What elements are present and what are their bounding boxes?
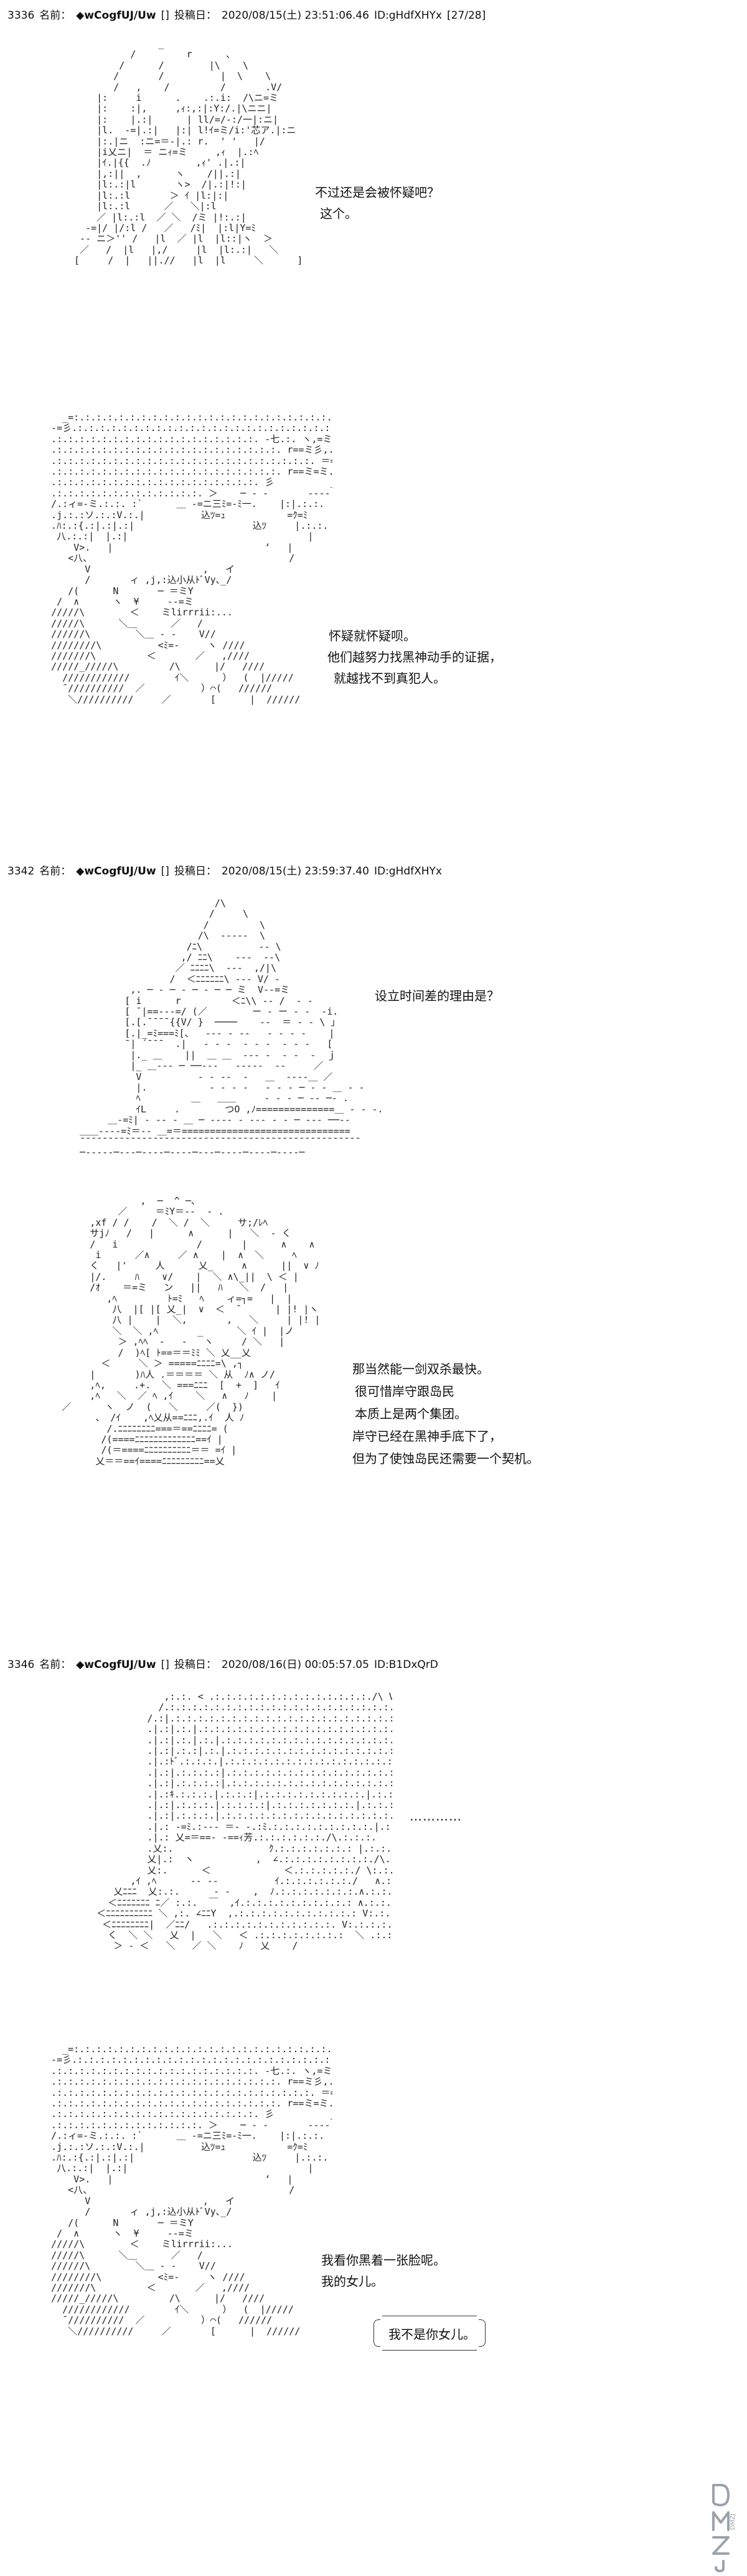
- post-date: 2020/08/15(土) 23:51:06.46: [221, 9, 369, 22]
- mail-field: []: [161, 1659, 169, 1671]
- watermark-logo-icon: DMZJ: [712, 2484, 736, 2572]
- date-label: 投稿日：: [174, 1659, 217, 1671]
- dialogue-line: 我看你黑着一张脸呢。: [321, 2253, 446, 2268]
- dialogue-line: 怀疑就怀疑呗。: [329, 628, 416, 643]
- post-header: 3336 名前： ◆wCogfUJ/Uw [] 投稿日： 2020/08/15(土) 23…: [7, 9, 491, 22]
- dialogue-line: 他们越努力找黑神动手的证据，: [327, 650, 502, 665]
- trip-code: ◆wCogfUJ/Uw: [76, 9, 156, 22]
- post-id: ID:gHdfXHYx: [374, 9, 442, 22]
- post-number: 3342: [7, 865, 35, 878]
- mail-field: []: [161, 865, 169, 878]
- ascii-art-figure: ,:.:. < .:.:.:.:.:.:.:.:.:.:.:.:.:.:./\ …: [96, 1692, 392, 1952]
- post-header: 3342 名前： ◆wCogfUJ/Uw [] 投稿日： 2020/08/15(土) 23…: [7, 864, 447, 878]
- trip-code: ◆wCogfUJ/Uw: [76, 865, 156, 878]
- ascii-art-figure: /\ / \ / \ /\ ‐‐‐‐‐ \ /ﾆ\ ‐‐ \ ,/ ﾆﾆ\ ‐‐…: [80, 898, 383, 1158]
- name-label: 名前：: [39, 9, 72, 22]
- post-number: 3346: [7, 1659, 35, 1671]
- bubble-text: 我不是你女儿。: [388, 2327, 476, 2342]
- mail-field: []: [161, 9, 169, 22]
- dialogue-block: 我看你黑着一张脸呢。 我的女儿。: [321, 2250, 446, 2292]
- speech-bubble: 我不是你女儿。: [374, 2313, 486, 2353]
- post-counter: [27/28]: [447, 9, 486, 22]
- dialogue-line: 设立时间差的理由是？: [375, 988, 499, 1003]
- dialogue-line: 不过还是会被怀疑吧？: [315, 185, 439, 200]
- dialogue-line: 但为了使蚀岛民还需要一个契机。: [352, 1451, 539, 1466]
- post-header: 3346 名前： ◆wCogfUJ/Uw [] 投稿日： 2020/08/16(日) 00…: [7, 1658, 443, 1672]
- dialogue-block: 那当然能一剑双杀最快。 很可惜岸守跟岛民 本质上是两个集团。 岸守已经在黑神手底…: [352, 1358, 539, 1470]
- bubble-border-bottom: [382, 2350, 477, 2351]
- post-id: ID:gHdfXHYx: [374, 865, 442, 878]
- dialogue-line: 那当然能一剑双杀最快。: [352, 1361, 489, 1376]
- post-date: 2020/08/16(日) 00:05:57.05: [221, 1659, 369, 1671]
- dialogue-block: 设立时间差的理由是？: [375, 985, 499, 1006]
- watermark-logo: DMZJ: [707, 2480, 743, 2574]
- dialogue-line: 我的女儿。: [321, 2274, 383, 2289]
- post-date: 2020/08/15(土) 23:59:37.40: [221, 865, 369, 878]
- name-label: 名前：: [39, 1659, 72, 1671]
- ascii-art-figure: _=:.:.:.:.:.:.:.:.:.:.:.:.:.:.:.:.:.:.:.…: [51, 412, 332, 705]
- dialogue-block: 不过还是会被怀疑吧？ 这个。: [315, 182, 439, 224]
- bubble-border-left: [374, 2319, 380, 2347]
- dialogue-line: 岸守已经在黑神手底下了，: [352, 1429, 502, 1444]
- post-id: ID:B1DxQrD: [374, 1659, 438, 1671]
- dialogue-line: 这个。: [320, 206, 357, 221]
- ascii-art-figure: _ / r 、 / / |\ \ / / | \ \ / , / / .V/ |…: [74, 39, 303, 267]
- bubble-border-right: [479, 2319, 486, 2347]
- dialogue-line: 本质上是两个集团。: [355, 1406, 467, 1421]
- name-label: 名前：: [39, 865, 72, 878]
- dialogue-line: 就越找不到真犯人。: [334, 671, 446, 686]
- trip-code: ◆wCogfUJ/Uw: [76, 1659, 156, 1671]
- ascii-art-figure: _=:.:.:.:.:.:.:.:.:.:.:.:.:.:.:.:.:.:.:.…: [51, 2044, 332, 2337]
- ellipsis-text: …………: [410, 1809, 462, 1824]
- ascii-art-figure: , ─ ^ ─、 ／ ＝ﾐY＝‐‐ ‐ . ,xf / / / ＼ / ＼ サ;…: [62, 1196, 321, 1467]
- dialogue-line: 很可惜岸守跟岛民: [355, 1384, 454, 1399]
- post-number: 3336: [7, 9, 35, 22]
- watermark-text: DMZJ: [730, 2514, 736, 2530]
- dialogue-block: 怀疑就怀疑呗。 他们越努力找黑神动手的证据， 就越找不到真犯人。: [327, 625, 502, 689]
- date-label: 投稿日：: [174, 9, 217, 22]
- date-label: 投稿日：: [174, 865, 217, 878]
